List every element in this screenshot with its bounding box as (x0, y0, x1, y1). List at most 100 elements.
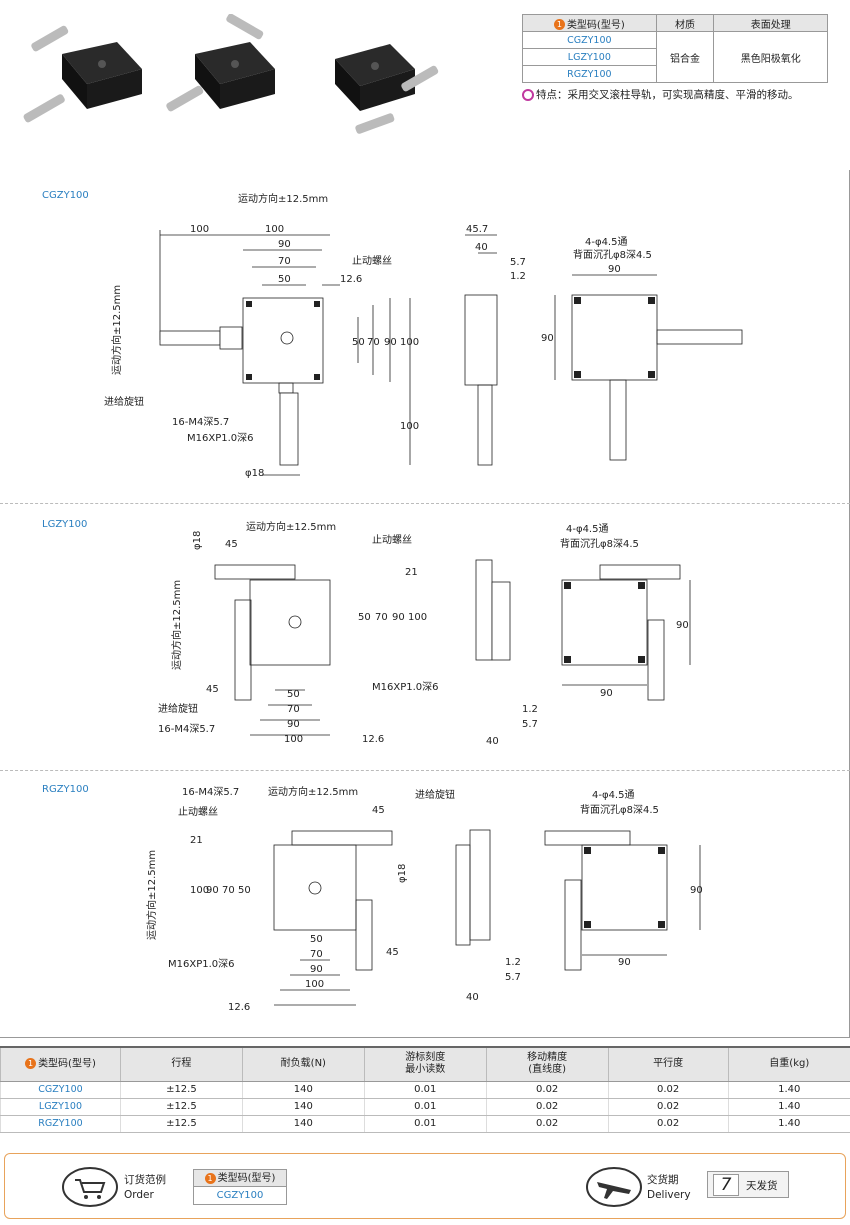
delivery-label-en: Delivery (647, 1189, 691, 1201)
badge-icon: 1 (25, 1058, 37, 1069)
dim-label: 12.6 (340, 274, 362, 285)
dim-label: 45 (372, 805, 385, 816)
table-cell: LGZY100 (0, 1098, 121, 1116)
delivery-days: 7 (713, 1174, 739, 1196)
dim-label: 45 (225, 539, 238, 550)
table-cell: 140 (241, 1081, 365, 1099)
dia-label: φ18 (245, 468, 264, 479)
dim-label: 50 (278, 274, 291, 285)
dim-label: 90 (287, 719, 300, 730)
spec-model: LGZY100 (522, 48, 657, 66)
dim-label: 90 (618, 957, 631, 968)
dim-label: 100 (284, 734, 303, 745)
delivery-box: 7 天发货 (707, 1171, 789, 1198)
table-row: RGZY100 ±12.5 140 0.01 0.02 0.02 1.40 (0, 1115, 850, 1133)
motion-label: 运动方向±12.5mm (268, 785, 358, 798)
motion-label-vertical: 运动方向±12.5mm (170, 580, 183, 670)
dim-label: 21 (405, 567, 418, 578)
dim-label: 100 (190, 885, 209, 896)
dia-label: φ18 (397, 864, 408, 883)
delivery-unit: 天发货 (746, 1180, 778, 1192)
dim-label: 12.6 (228, 1002, 250, 1013)
dim-label: 70 (375, 612, 388, 623)
dim-label: 70 (367, 337, 380, 348)
delivery-label: 交货期 (647, 1174, 679, 1186)
badge-icon: 1 (553, 19, 565, 30)
dim-label: 50 (238, 885, 251, 896)
table-cell: 0.02 (607, 1081, 729, 1099)
table-header: 游标刻度 最小读数 (363, 1046, 487, 1082)
dim-label: 90 (541, 333, 554, 344)
motion-label: 运动方向±12.5mm (238, 192, 328, 205)
dim-label: 1.2 (522, 704, 538, 715)
section-label-cgzy: CGZY100 (42, 190, 89, 201)
dim-label: 1.2 (505, 957, 521, 968)
tap-label: 16-M4深5.7 (158, 723, 215, 735)
dim-label: 70 (278, 256, 291, 267)
dim-label: 40 (486, 736, 499, 747)
table-cell: 0.02 (607, 1098, 729, 1116)
dim-label: 90 (608, 264, 621, 275)
table-cell: 1.40 (727, 1115, 850, 1133)
section-label-rgzy: RGZY100 (42, 784, 89, 795)
table-row: CGZY100 ±12.5 140 0.01 0.02 0.02 1.40 (0, 1081, 850, 1099)
table-cell: ±12.5 (119, 1115, 243, 1133)
dim-label: 50 (358, 612, 371, 623)
table-header: 行程 (119, 1046, 243, 1082)
dim-label: 40 (466, 992, 479, 1003)
dim-label: 100 (190, 224, 209, 235)
table-cell: 0.02 (607, 1115, 729, 1133)
dim-label: 100 (400, 337, 419, 348)
table-cell: 140 (241, 1115, 365, 1133)
product-photo-cgzy (23, 24, 142, 134)
dim-label: 45.7 (466, 224, 488, 235)
dim-label: 70 (222, 885, 235, 896)
feature-icon (522, 89, 534, 101)
dim-label: 21 (190, 835, 203, 846)
table-cell: 0.02 (485, 1098, 609, 1116)
dim-label: 90 (392, 612, 405, 623)
stop-screw-label: 止动螺丝 (352, 255, 392, 267)
table-header: 平行度 (607, 1046, 729, 1082)
spec-surface: 黑色阳极氧化 (713, 31, 828, 83)
badge-icon: 1 (204, 1172, 216, 1184)
dim-label: 100 (400, 421, 419, 432)
table-cell: 1.40 (727, 1081, 850, 1099)
drawing-lgzy: 运动方向±12.5mm 45 21 50 70 90 100 45 50 70 … (158, 520, 691, 747)
table-cell: 0.01 (363, 1098, 487, 1116)
dim-label: 90 (278, 239, 291, 250)
airplane-icon (586, 1167, 642, 1207)
section-label-lgzy: LGZY100 (42, 519, 88, 530)
counterbore-label: 背面沉孔φ8深4.5 (560, 537, 639, 550)
dim-label: 12.6 (362, 734, 384, 745)
table-cell: 0.01 (363, 1115, 487, 1133)
motion-label-vertical: 运动方向±12.5mm (110, 285, 123, 375)
spec-header-surface: 表面处理 (713, 14, 828, 32)
dim-label: 50 (310, 934, 323, 945)
holes-label: 4-φ4.5通 (592, 789, 634, 801)
drawing-cgzy: 运动方向±12.5mm 100 100 90 70 50 止动螺丝 12.6 5… (104, 192, 743, 479)
table-header: 移动精度 (直线度) (485, 1046, 609, 1082)
thread-label: M16XP1.0深6 (168, 958, 235, 970)
tap-label: 16-M4深5.7 (182, 786, 239, 798)
order-label-en: Order (124, 1189, 154, 1201)
counterbore-label: 背面沉孔φ8深4.5 (573, 248, 652, 261)
stop-screw-label: 止动螺丝 (178, 806, 218, 818)
knob-label: 进给旋钮 (158, 702, 198, 715)
dim-label: 1.2 (510, 271, 526, 282)
table-header: 自重(kg) (727, 1046, 850, 1082)
knob-label: 进给旋钮 (104, 395, 144, 408)
feature-note: 特点：采用交叉滚柱导轨，可实现高精度、平滑的移动。 (522, 87, 799, 102)
dim-label: 90 (384, 337, 397, 348)
dim-label: 100 (265, 224, 284, 235)
section-divider (0, 770, 850, 771)
cart-icon (62, 1167, 118, 1207)
thread-label: M16XP1.0深6 (187, 432, 254, 444)
table-cell: ±12.5 (119, 1081, 243, 1099)
table-cell: 140 (241, 1098, 365, 1116)
dim-label: 90 (690, 885, 703, 896)
